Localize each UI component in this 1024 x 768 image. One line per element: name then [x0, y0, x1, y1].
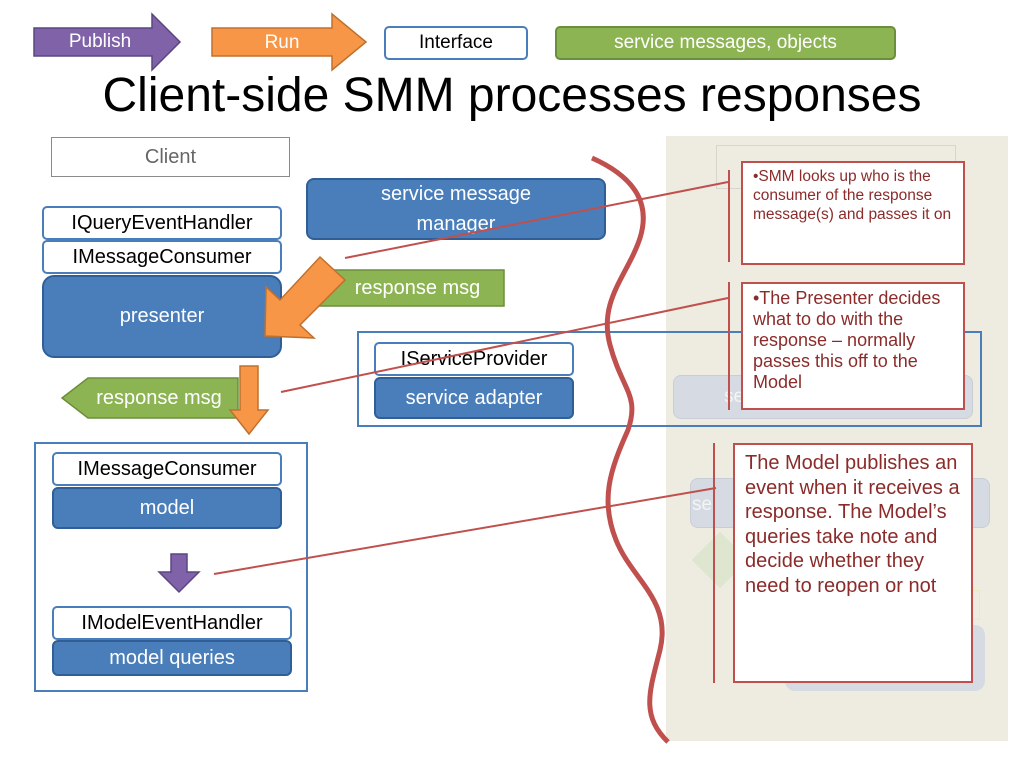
note-model-publishes: The Model publishes an event when it rec…: [733, 443, 973, 683]
service-messages-legend: service messages, objects: [555, 26, 896, 60]
publish-arrow-down: [157, 553, 201, 594]
run-legend-label: Run: [264, 32, 300, 53]
page-title: Client-side SMM processes responses: [102, 69, 922, 122]
imodel-event-handler: IModelEventHandler: [52, 606, 292, 640]
service-adapter: service adapter: [374, 377, 574, 419]
run-arrow: [211, 12, 368, 72]
connector-line-3: [213, 487, 717, 575]
run-arrow-down: [228, 365, 270, 436]
note-smm-lookup: •SMM looks up who is the consumer of the…: [741, 161, 965, 265]
iquery-event-handler: IQueryEventHandler: [42, 206, 282, 240]
response-msg-left-arrow: [60, 377, 239, 419]
model-container: [34, 442, 308, 692]
connector-line-1: [344, 181, 729, 259]
service-provider-container: [357, 331, 982, 427]
response-msg-center-label: response msg: [354, 276, 481, 299]
response-msg-left-label: response msg: [96, 386, 222, 409]
model-box: model: [52, 487, 282, 529]
imessage-consumer-presenter: IMessageConsumer: [42, 240, 282, 274]
client-label: Client: [51, 137, 290, 177]
connector-line-2: [280, 297, 729, 393]
faded-label-2: se: [692, 494, 713, 515]
service-message-manager: service message manager: [306, 178, 606, 240]
iservice-provider: IServiceProvider: [374, 342, 574, 376]
publish-arrow: [33, 12, 182, 72]
note-presenter-decides: •The Presenter decides what to do with t…: [741, 282, 965, 410]
wavy-separator-line: [590, 155, 670, 744]
run-arrow-to-presenter: [264, 255, 347, 339]
model-queries: model queries: [52, 640, 292, 676]
presenter-box: presenter: [42, 275, 282, 358]
imessage-consumer-model: IMessageConsumer: [52, 452, 282, 486]
interface-legend: Interface: [384, 26, 528, 60]
publish-legend-label: Publish: [68, 31, 132, 52]
